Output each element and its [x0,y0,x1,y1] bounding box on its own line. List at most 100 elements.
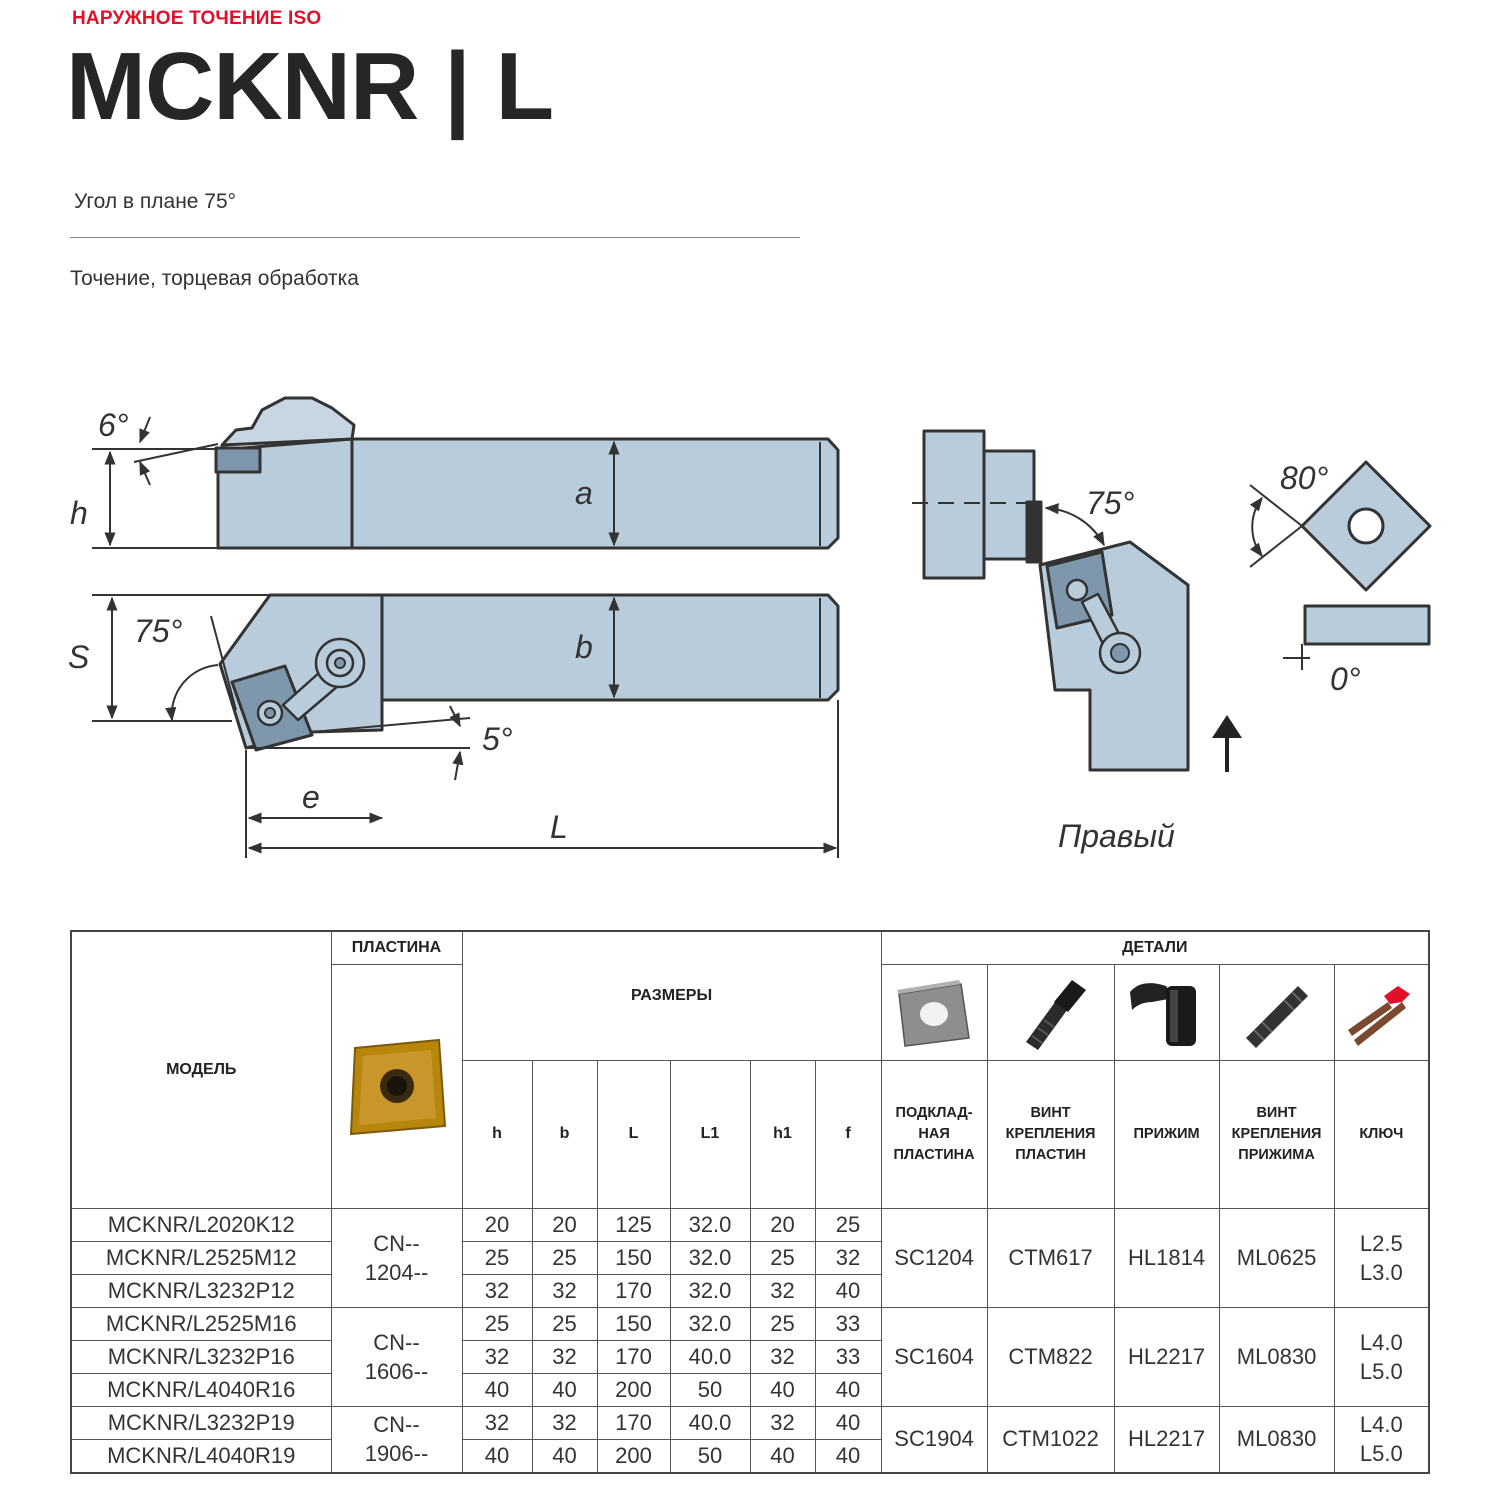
dim-l1-cell: 32.0 [669,1273,751,1308]
dim-h1-cell: 32 [749,1273,816,1308]
insert-image-cell [330,963,463,1209]
dim-f-cell: 40 [814,1438,882,1473]
model-cell: MCKNR/L2020K12 [70,1207,332,1242]
dim-b-cell: 40 [531,1372,598,1407]
angle-approach-label: 75° [134,613,183,649]
insert-code-cell: CN-- 1606-- [330,1306,463,1407]
dim-h1-cell: 25 [749,1240,816,1275]
insert-screw-icon [1025,980,1086,1050]
dim-l-cell: 200 [596,1372,671,1407]
table-row: MCKNR/L2525M16 CN-- 1606-- 25 25 150 32.… [70,1306,1430,1407]
model-cell: MCKNR/L2525M12 [70,1240,332,1275]
header-dim-h1: h1 [749,1059,816,1209]
dim-h1-cell: 32 [749,1339,816,1374]
dim-h1-cell: 40 [749,1438,816,1473]
dim-l1-cell: 40.0 [669,1339,751,1374]
dim-b-cell: 25 [531,1240,598,1275]
dim-h-cell: 25 [461,1240,533,1275]
insert-screw-cell: CTM617 [986,1207,1115,1308]
dim-b-cell: 40 [531,1438,598,1473]
table-row: MCKNR/L3232P19 CN-- 1906-- 32 32 170 40.… [70,1405,1430,1473]
view-angle-label: 75° [1086,485,1135,521]
clamp-screw-cell: ML0625 [1218,1207,1335,1308]
model-cell: MCKNR/L2525M16 [70,1306,332,1341]
dim-l1-cell: 50 [669,1372,751,1407]
dim-l1-cell: 32.0 [669,1240,751,1275]
insert-code-cell: CN-- 1204-- [330,1207,463,1308]
clamp-screw-cell: ML0830 [1218,1405,1335,1473]
model-cell: MCKNR/L4040R19 [70,1438,332,1473]
dim-f-cell: 40 [814,1273,882,1308]
dim-l-cell: 170 [596,1405,671,1440]
dimension-b-label: b [575,629,593,665]
shim-cell: SC1904 [880,1405,988,1473]
dim-l-cell: 170 [596,1273,671,1308]
key-image-cell [1333,963,1430,1061]
divider [70,237,800,238]
dim-f-cell: 33 [814,1306,882,1341]
dim-h-cell: 32 [461,1339,533,1374]
dim-h-cell: 32 [461,1273,533,1308]
table-row: MCKNR/L2020K12 CN-- 1204-- 20 20 125 32.… [70,1207,1430,1308]
shim-icon [897,980,970,1047]
clamp-cell: HL1814 [1113,1207,1220,1308]
dimension-a-label: a [575,475,593,511]
subtitle: Угол в плане 75° [74,190,237,213]
dim-b-cell: 32 [531,1405,598,1440]
table-row: MCKNR/L3232P16 32 32 170 40.0 32 33 [70,1339,1429,1374]
clamp-screw-image-cell [1218,963,1335,1061]
header-model: МОДЕЛЬ [70,930,332,1209]
shim-image-cell [880,963,988,1061]
key-cell: L4.0 L5.0 [1333,1405,1430,1473]
dimension-h-label: h [70,495,88,531]
dim-l-cell: 200 [596,1438,671,1473]
dim-h1-cell: 32 [749,1405,816,1440]
dim-h-cell: 25 [461,1306,533,1341]
insert-icon [349,1038,446,1136]
dimension-e-label: e [302,779,320,815]
header-dim-l1: L1 [669,1059,751,1209]
dim-h1-cell: 20 [749,1207,816,1242]
clamp-screw-icon [1245,986,1308,1048]
angle-clearance-label: 6° [98,407,129,443]
application-text: Точение, торцевая обработка [70,267,359,290]
angle-side-label: 5° [482,721,513,757]
clamp-screw-cell: ML0830 [1218,1306,1335,1407]
dim-h-cell: 32 [461,1405,533,1440]
clamp-cell: HL2217 [1113,1306,1220,1407]
clamp-icon [1129,983,1196,1046]
dim-b-cell: 20 [531,1207,598,1242]
shim-cell: SC1604 [880,1306,988,1407]
side-view [214,396,840,550]
category-label: НАРУЖНОЕ ТОЧЕНИЕ ISO [72,8,322,29]
header-dimensions: РАЗМЕРЫ [461,930,882,1061]
model-cell: MCKNR/L3232P16 [70,1339,332,1374]
header-parts: ДЕТАЛИ [880,930,1430,965]
dim-l-cell: 150 [596,1306,671,1341]
clamp-cell: HL2217 [1113,1405,1220,1473]
dim-l1-cell: 50 [669,1438,751,1473]
header-clamp-screw: ВИНТ КРЕПЛЕНИЯ ПРИЖИМА [1218,1059,1335,1209]
insert-screw-image-cell [986,963,1115,1061]
header-clamp: ПРИЖИМ [1113,1059,1220,1209]
dim-h-cell: 20 [461,1207,533,1242]
dim-h-cell: 40 [461,1372,533,1407]
model-cell: MCKNR/L3232P19 [70,1405,332,1440]
table-body: MCKNR/L2020K12 CN-- 1204-- 20 20 125 32.… [70,1207,1430,1473]
dim-l-cell: 125 [596,1207,671,1242]
clamp-image-cell [1113,963,1220,1061]
dim-b-cell: 32 [531,1273,598,1308]
hand-caption: Правый [1058,818,1175,854]
dim-f-cell: 25 [814,1207,882,1242]
dim-h-cell: 40 [461,1438,533,1473]
header-dim-l: L [596,1059,671,1209]
header-dim-b: b [531,1059,598,1209]
header-dim-f: f [814,1059,882,1209]
table-row: MCKNR/L3232P12 32 32 170 32.0 32 40 [70,1273,1429,1308]
dim-f-cell: 33 [814,1339,882,1374]
dim-l1-cell: 32.0 [669,1306,751,1341]
header-key: КЛЮЧ [1333,1059,1430,1209]
insert-screw-cell: CTM822 [986,1306,1115,1407]
key-cell: L4.0 L5.0 [1333,1306,1430,1407]
top-view [218,593,840,752]
